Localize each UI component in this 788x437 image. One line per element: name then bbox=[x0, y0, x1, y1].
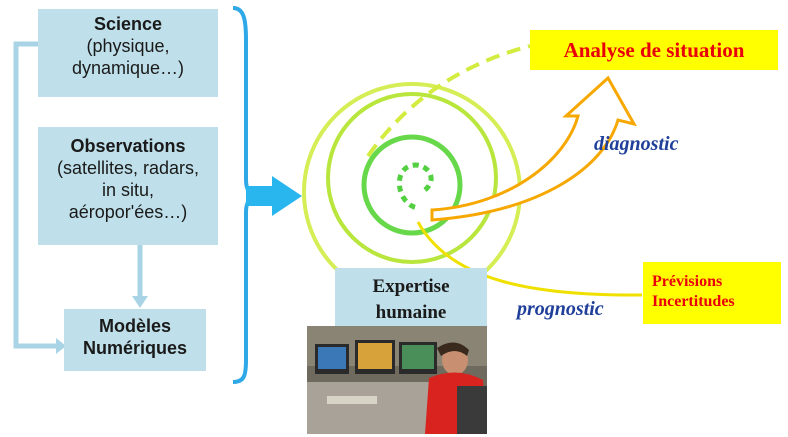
models-box: Modèles Numériques bbox=[64, 309, 206, 371]
science-line-2: dynamique…) bbox=[71, 58, 185, 78]
observations-line-3: aéropor'ées…) bbox=[68, 202, 188, 222]
models-line-2: Numériques bbox=[82, 338, 188, 358]
science-box: Science (physique, dynamique…) bbox=[38, 9, 218, 97]
prognostic-label: prognostic bbox=[517, 298, 604, 320]
observations-box: Observations (satellites, radars, in sit… bbox=[38, 127, 218, 245]
observations-line-1: (satellites, radars, bbox=[56, 158, 200, 178]
connector-arrowhead bbox=[56, 338, 66, 354]
expertise-line-2: humaine bbox=[375, 302, 447, 323]
inner-ring bbox=[361, 134, 463, 236]
left-connectors bbox=[13, 41, 143, 349]
observations-line-2: in situ, bbox=[101, 180, 155, 200]
observations-title: Observations bbox=[70, 136, 186, 156]
dotted-core bbox=[396, 162, 434, 211]
prognostic-line bbox=[416, 221, 643, 297]
diagnostic-label: diagnostic bbox=[594, 133, 679, 155]
expertise-line-1: Expertise bbox=[372, 276, 450, 297]
previsions-box: Prévisions Incertitudes bbox=[643, 262, 781, 324]
forecaster-workstation-photo bbox=[307, 326, 487, 434]
middle-ring bbox=[326, 92, 498, 264]
science-title: Science bbox=[93, 14, 163, 34]
dashed-link-analyse bbox=[366, 44, 531, 158]
science-line-1: (physique, bbox=[86, 36, 170, 56]
bracket-arrow bbox=[246, 176, 302, 216]
previsions-line-2: Incertitudes bbox=[652, 293, 735, 310]
science-to-models-connector bbox=[13, 41, 56, 349]
analyse-box: Analyse de situation bbox=[530, 30, 778, 70]
diagnostic-arrow bbox=[430, 75, 638, 222]
connector-arrowhead-2 bbox=[132, 296, 148, 308]
previsions-line-1: Prévisions bbox=[652, 273, 723, 290]
models-line-1: Modèles bbox=[98, 316, 172, 336]
